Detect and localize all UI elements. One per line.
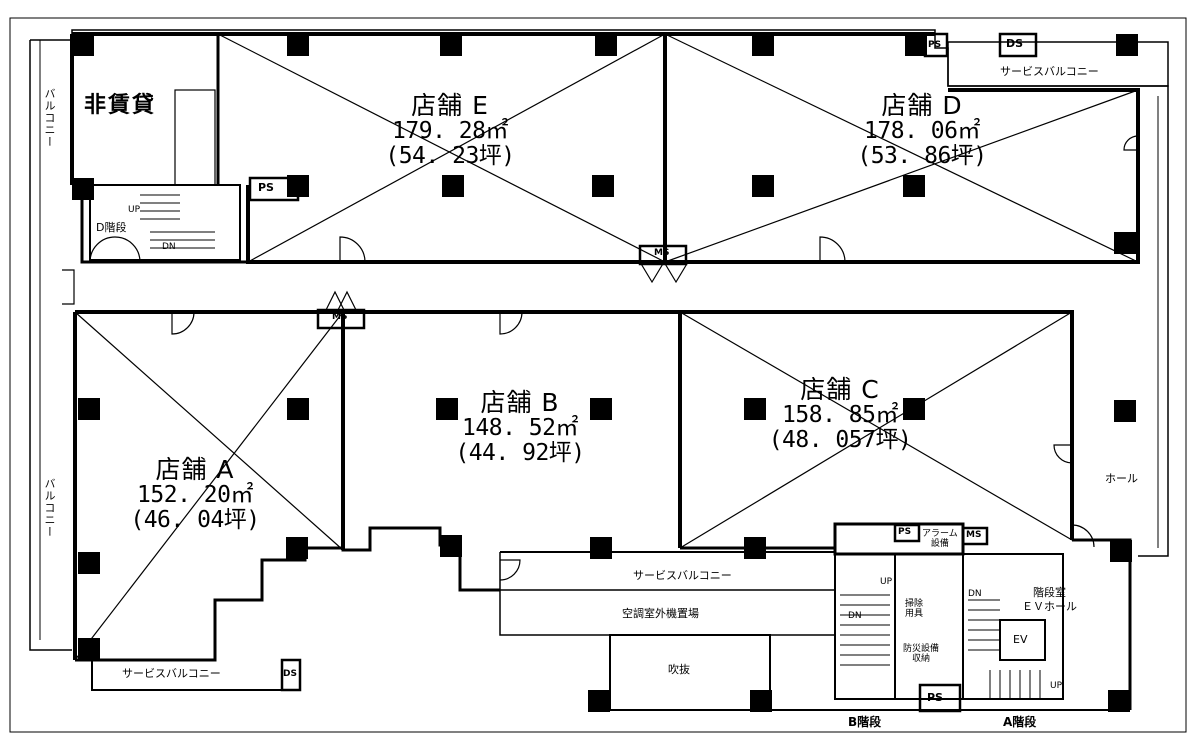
unit-d-tsubo: (53. 86坪) [857, 143, 987, 169]
up-label-d: UP [128, 205, 141, 215]
up-label-a: UP [1050, 681, 1063, 691]
equipment-boxes [248, 32, 1038, 713]
dn-label-d: DN [162, 242, 176, 252]
exterior-walls [70, 32, 1140, 710]
unit-e-tsubo: (54. 23坪) [385, 143, 515, 169]
ev-label: EV [1013, 633, 1028, 646]
unit-e-area: 179. 28㎡ [392, 118, 508, 144]
unit-b-name: 店舗 B [480, 388, 560, 417]
unit-d-label: 店舗 D 178. 06㎡ (53. 86坪) [832, 93, 1012, 168]
ms-label-core: MS [966, 530, 982, 540]
ps-label-core: PS [898, 527, 912, 537]
unit-a-area: 152. 20㎡ [137, 482, 253, 508]
disaster-equipment-label: 防災設備 収納 [903, 644, 940, 664]
ps-label-d: PS [928, 40, 942, 50]
stair-b-label: B階段 [848, 715, 882, 729]
door-swings [62, 135, 1139, 581]
stair-d-label: D階段 [96, 221, 127, 234]
service-balcony-label-top: サービスバルコニー [1000, 65, 1099, 78]
unit-c-name: 店舗 C [800, 375, 880, 404]
unit-d-area: 178. 06㎡ [864, 118, 980, 144]
dn-label-b: DN [848, 611, 862, 621]
aircon-area-label: 空調室外機置場 [622, 607, 699, 620]
unit-b-tsubo: (44. 92坪) [455, 440, 585, 466]
service-areas [89, 41, 1169, 711]
dn-label-a: DN [968, 589, 982, 599]
service-balcony-label-bottom: サービスバルコニー [122, 667, 221, 680]
unit-a-tsubo: (46. 04坪) [130, 507, 260, 533]
unit-c-tsubo: (48. 057坪) [768, 427, 912, 453]
ms-label-corridor-bottom: MS [332, 312, 348, 322]
unit-c-area: 158. 85㎡ [782, 402, 898, 428]
structural-columns [72, 34, 1138, 712]
ds-label-top: DS [1006, 37, 1024, 50]
service-balcony-label-mid: サービスバルコニー [633, 569, 732, 582]
ms-label-corridor-top: MS [654, 248, 670, 258]
non-lease-label: 非賃貸 [84, 93, 157, 118]
ds-label-bottom: DS [283, 669, 297, 679]
unit-a-label: 店舗 A 152. 20㎡ (46. 04坪) [105, 457, 285, 532]
janitor-label: 掃除 用具 [905, 599, 924, 619]
void-label: 吹抜 [668, 663, 690, 676]
ps-label-e: PS [258, 181, 274, 194]
ps-label-bottom: PS [927, 691, 943, 704]
balcony-label-bottom: バルコニー [43, 478, 56, 538]
unit-e-name: 店舗 E [411, 91, 489, 120]
unit-b-label: 店舗 B 148. 52㎡ (44. 92坪) [430, 390, 610, 465]
alarm-equipment-label: アラーム 設備 [922, 529, 958, 549]
unit-d-name: 店舗 D [881, 91, 963, 120]
balcony-label-top: バルコニー [43, 88, 56, 148]
up-label-b: UP [880, 577, 893, 587]
unit-diagonals [74, 33, 1139, 661]
unit-c-label: 店舗 C 158. 85㎡ (48. 057坪) [740, 377, 940, 452]
unit-b-area: 148. 52㎡ [462, 415, 578, 441]
stair-ev-hall-label: 階段室 ＥＶホール [1022, 586, 1077, 614]
stair-treads [140, 194, 1041, 698]
unit-e-label: 店舗 E 179. 28㎡ (54. 23坪) [360, 93, 540, 168]
hall-label: ホール [1105, 472, 1138, 485]
outer-building-outline [9, 17, 1187, 733]
stair-a-label: A階段 [1003, 715, 1037, 729]
unit-a-name: 店舗 A [155, 455, 235, 484]
